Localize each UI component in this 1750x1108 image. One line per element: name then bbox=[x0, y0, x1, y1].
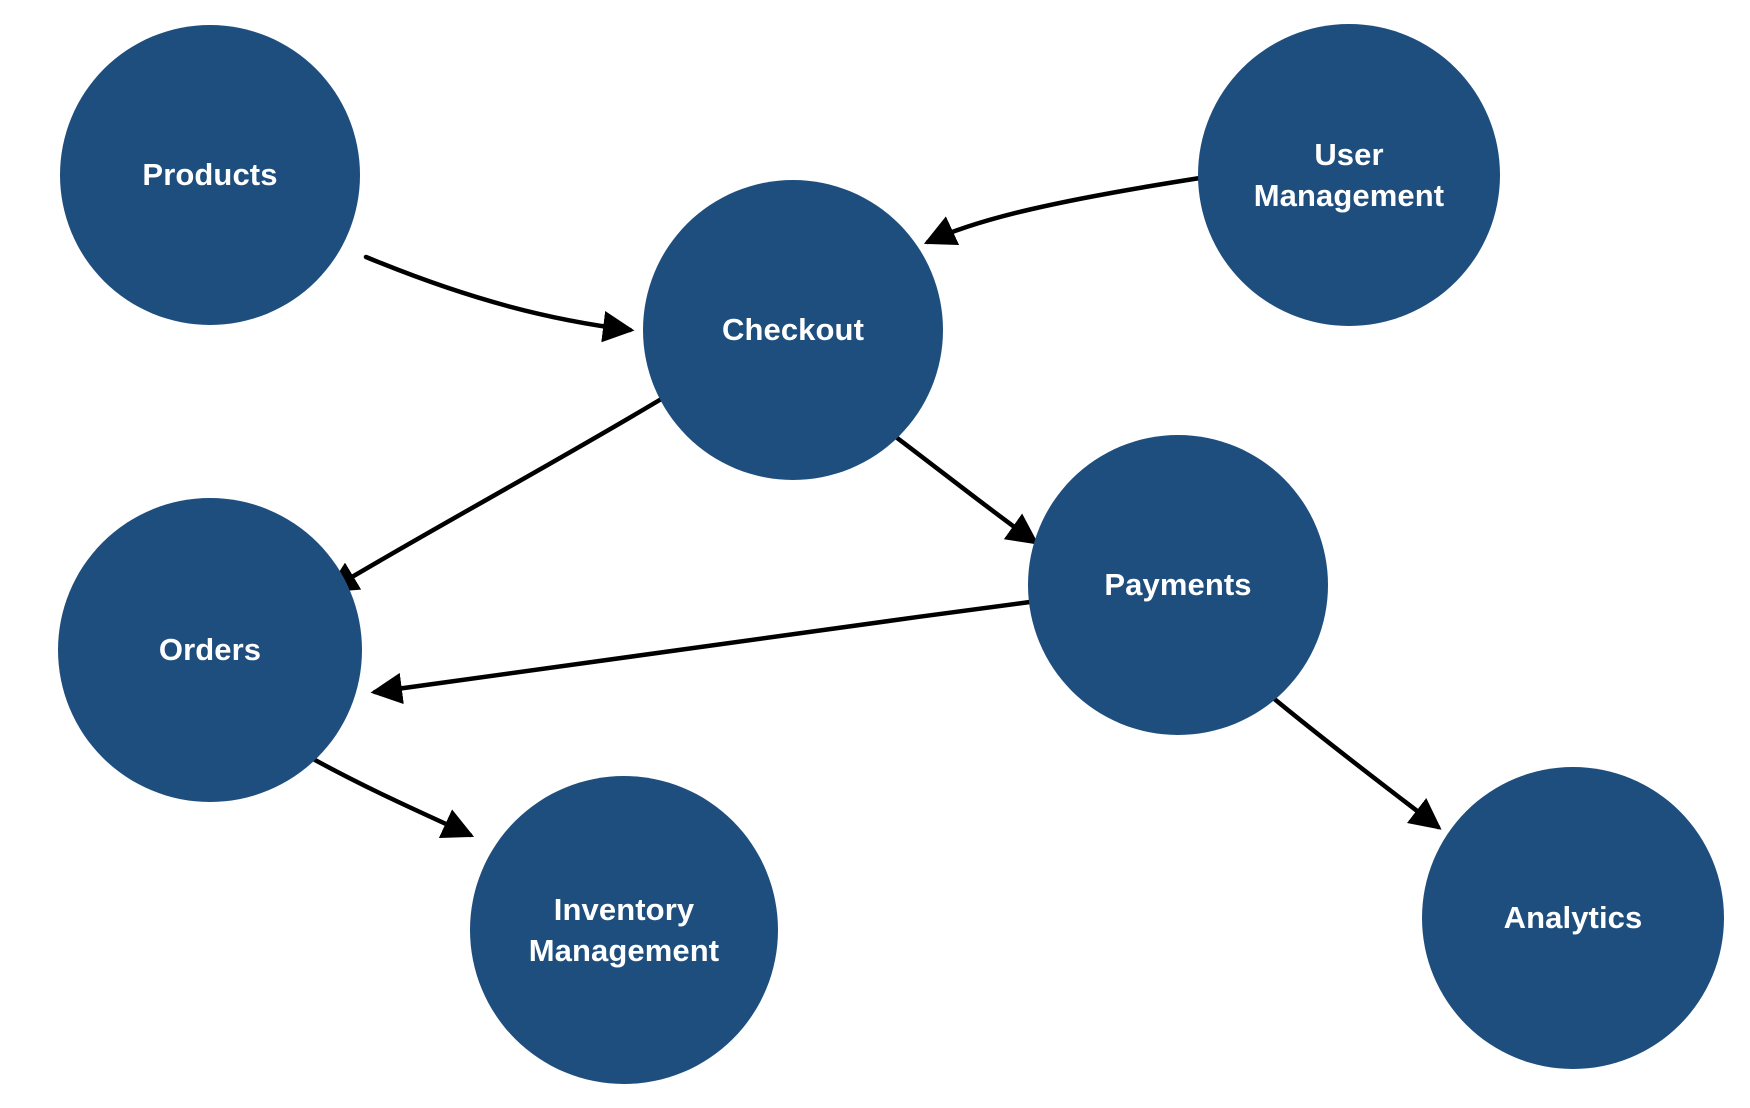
node-label-usermgmt: User Management bbox=[1253, 136, 1445, 213]
edge-usermgmt-checkout bbox=[923, 175, 1203, 245]
edge-products-checkout bbox=[363, 254, 635, 343]
node-orders[interactable]: Orders bbox=[58, 498, 362, 802]
edges-group bbox=[312, 175, 1442, 839]
node-label-inventory: Inventory Management bbox=[528, 891, 720, 968]
node-checkout[interactable]: Checkout bbox=[643, 180, 943, 480]
node-label-checkout: Checkout bbox=[721, 312, 865, 348]
edge-checkout-payments bbox=[881, 425, 1039, 545]
edge-orders-inventory bbox=[312, 757, 475, 839]
node-label-payments: Payments bbox=[1104, 567, 1252, 603]
node-usermgmt[interactable]: User Management bbox=[1198, 24, 1500, 326]
edge-checkout-orders bbox=[326, 392, 671, 593]
edge-payments-analytics bbox=[1269, 694, 1442, 830]
node-label-products: Products bbox=[142, 157, 278, 193]
node-analytics[interactable]: Analytics bbox=[1422, 767, 1724, 1069]
node-payments[interactable]: Payments bbox=[1028, 435, 1328, 735]
edge-payments-orders bbox=[370, 599, 1033, 705]
node-label-analytics: Analytics bbox=[1503, 900, 1643, 936]
node-products[interactable]: Products bbox=[60, 25, 360, 325]
node-inventory[interactable]: Inventory Management bbox=[470, 776, 778, 1084]
node-label-orders: Orders bbox=[158, 632, 262, 668]
